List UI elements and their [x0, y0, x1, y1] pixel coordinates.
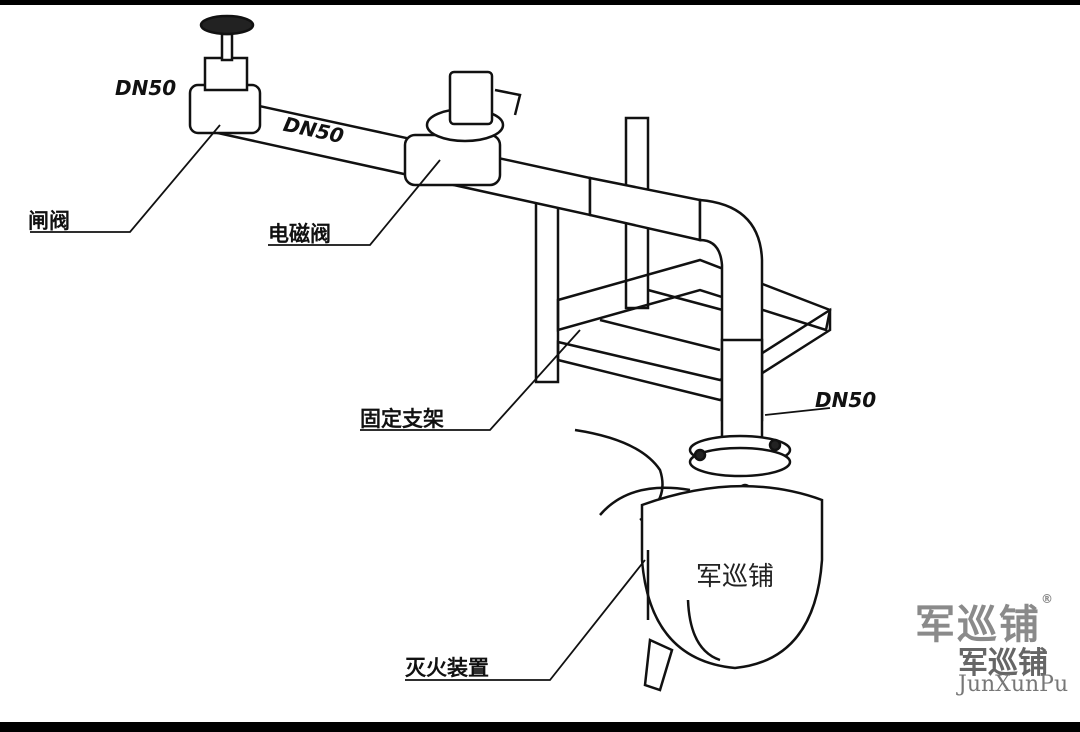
watermark-cn: 军巡铺 — [915, 602, 1041, 648]
top-border — [0, 0, 1080, 5]
label-solenoid-valve: 电磁阀 — [268, 222, 331, 246]
extinguisher-tank — [640, 484, 824, 692]
label-gate-valve: 闸阀 — [28, 209, 70, 233]
label-extinguisher: 灭火装置 — [405, 656, 489, 680]
flange — [688, 434, 792, 497]
watermark-logo-2: 军巡铺 — [958, 646, 1048, 681]
tank-brand-text: 军巡铺 — [696, 562, 775, 592]
bottom-border — [0, 722, 1080, 732]
watermark-en: JunXunPu — [958, 672, 1069, 697]
watermark-registered: ® — [1041, 592, 1055, 606]
label-dn50-valve: DN50 — [115, 76, 177, 100]
fixed-bracket — [534, 116, 832, 402]
label-fixed-bracket: 固定支架 — [360, 407, 444, 431]
watermark-logo: 军巡铺® — [915, 592, 1055, 650]
label-dn50-vertical: DN50 — [815, 388, 877, 412]
leader-lines — [30, 124, 831, 681]
handwheel-icon — [199, 14, 255, 36]
gate-valve — [188, 14, 262, 135]
